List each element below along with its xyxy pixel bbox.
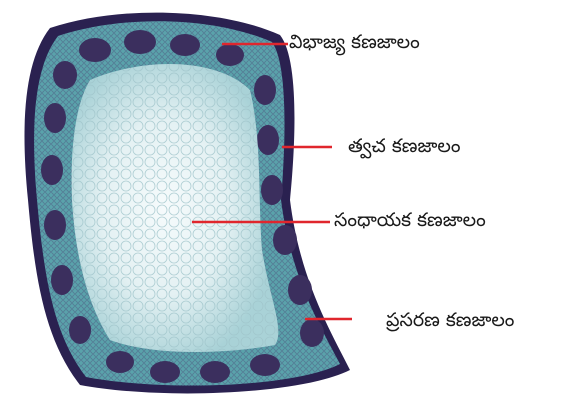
label-supporting-tissue: సంధాయక కణజాలం — [334, 211, 486, 230]
label-meristematic-tissue: విభాజ్య కణజాలం — [289, 33, 420, 52]
label-conducting-tissue: ప్రసరణ కణజాలం — [386, 311, 514, 330]
label-protective-tissue: త్వచ కణజాలం — [348, 137, 460, 156]
pith-region — [72, 64, 279, 352]
